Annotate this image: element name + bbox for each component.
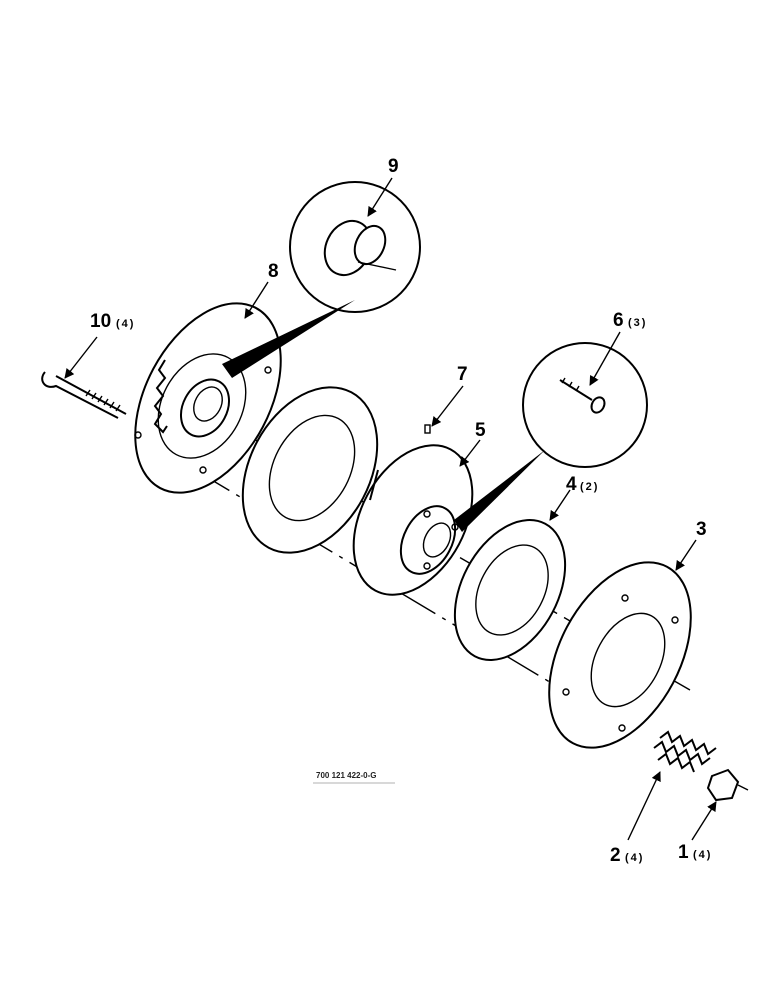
diagram-code: 700 121 422-0-G	[316, 771, 377, 780]
callout-10: 10 (4)	[90, 311, 135, 332]
callout-8: 8	[268, 261, 279, 282]
callout-3: 3	[696, 519, 707, 540]
callout-10-qty: (4)	[116, 318, 135, 330]
callout-5: 5	[475, 420, 486, 441]
callout-4-qty: (2)	[580, 481, 599, 493]
callout-7: 7	[457, 364, 468, 385]
callout-6-qty: (3)	[628, 317, 647, 329]
callout-4: 4 (2)	[566, 474, 599, 495]
sprocket-flange	[134, 302, 282, 494]
compression-spring	[653, 730, 717, 773]
detail-circle-bushing	[222, 181, 421, 378]
callout-1: 1 (4)	[678, 842, 712, 863]
callout-4-number: 4	[566, 474, 577, 495]
friction-disc-right	[453, 519, 567, 661]
callout-1-qty: (4)	[693, 849, 712, 861]
pressure-plate	[548, 561, 692, 749]
hub-assembly	[352, 424, 474, 596]
callout-10-number: 10	[90, 311, 111, 332]
callout-9-number: 9	[388, 156, 399, 177]
callout-9: 9	[388, 156, 399, 177]
leader-lines	[64, 177, 717, 841]
callout-6-number: 6	[613, 310, 624, 331]
lock-nut	[706, 768, 749, 802]
callout-5-number: 5	[475, 420, 486, 441]
callout-1-number: 1	[678, 842, 689, 863]
callout-2: 2 (4)	[610, 845, 644, 866]
callout-3-number: 3	[696, 519, 707, 540]
friction-disc-left	[241, 386, 379, 554]
callout-6: 6 (3)	[613, 310, 647, 331]
detail-circle-cap-screw	[454, 342, 648, 532]
callout-2-number: 2	[610, 845, 621, 866]
callout-7-number: 7	[457, 364, 468, 385]
callout-2-qty: (4)	[625, 852, 644, 864]
set-screw-part-7	[424, 424, 431, 434]
carriage-bolt	[41, 371, 127, 419]
callout-8-number: 8	[268, 261, 279, 282]
